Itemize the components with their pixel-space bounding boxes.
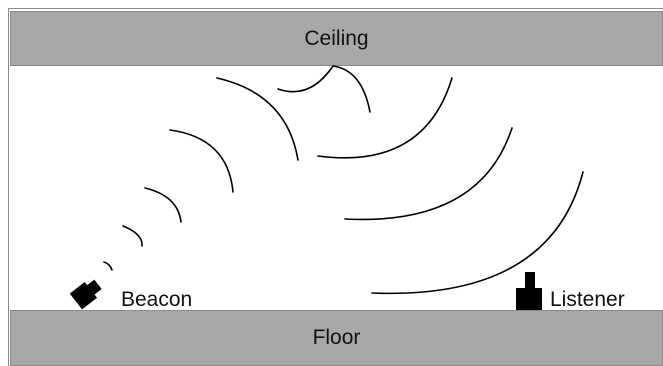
listener-microphone-icon: [516, 272, 542, 310]
direct-wave-2: [122, 225, 143, 247]
listener-label: Listener: [550, 288, 625, 311]
reflected-wave-3: [371, 171, 584, 295]
direct-wave-6: [277, 65, 334, 93]
beacon-speaker-icon: [69, 279, 102, 310]
reflected-wave-1: [317, 77, 453, 159]
ceiling-label: Ceiling: [304, 26, 369, 50]
ceiling-surface: Ceiling: [10, 11, 663, 66]
direct-wave-5: [216, 77, 299, 161]
ceiling-bounce-wave: [332, 65, 371, 113]
reflected-wave-2: [344, 127, 513, 221]
direct-wave-4: [169, 129, 234, 193]
floor-label: Floor: [312, 326, 361, 349]
direct-wave-3: [144, 187, 182, 223]
beacon-label: Beacon: [121, 288, 193, 311]
direct-wave-1: [103, 261, 113, 271]
